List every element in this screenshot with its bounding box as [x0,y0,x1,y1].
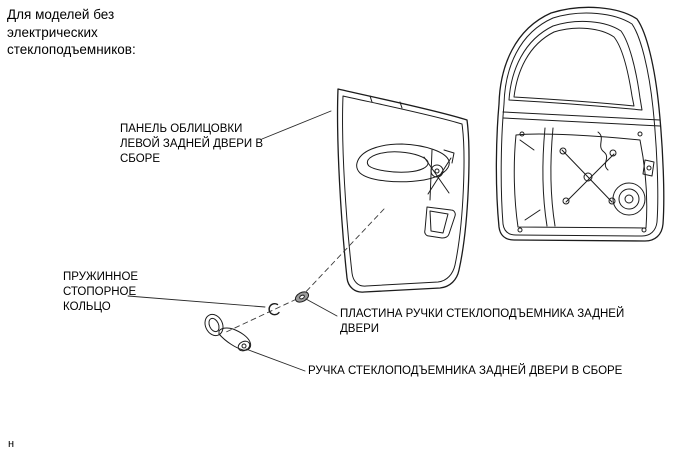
panel-regulator-mechanism [423,149,455,201]
speaker [612,182,646,216]
panel-armrest [356,143,450,183]
snap-ring-drawing [268,303,280,316]
footer-char: н [8,438,15,450]
panel-clip-marks [369,95,403,109]
leader-lines [127,110,338,372]
door-frame-inner-details [517,131,647,233]
intro-line-3: стеклоподъемников: [7,42,136,57]
callout-trim-panel-line-1: ПАНЕЛЬ ОБЛИЦОВКИ [120,123,243,135]
intro-line-2: электрических [7,24,98,40]
callout-crank-handle: РУЧКА СТЕКЛОПОДЪЕМНИКА ЗАДНЕЙ ДВЕРИ В СБ… [308,364,622,379]
door-trim-panel-drawing [336,88,470,293]
crank-handle-drawing [204,313,252,352]
belt-line [502,111,661,127]
handle-plate-drawing [294,291,310,303]
callout-crank-handle-line-1: РУЧКА СТЕКЛОПОДЪЕМНИКА ЗАДНЕЙ ДВЕРИ В СБ… [308,365,623,377]
panel-armrest-cup [366,151,429,173]
door-outline [495,6,665,242]
callout-trim-panel-line-3: СБОРЕ [120,153,161,165]
panel-outline [336,88,470,293]
callout-trim-panel-line-2: ЛЕВОЙ ЗАДНЕЙ ДВЕРИ В [120,138,264,150]
callout-trim-panel: ПАНЕЛЬ ОБЛИЦОВКИ ЛЕВОЙ ЗАДНЕЙ ДВЕРИ В СБ… [120,122,263,167]
leader-line-panel [261,110,332,140]
door-frame-drawing [495,6,665,242]
intro-note: Для моделей без электрических стеклоподъ… [7,6,136,59]
callout-snap-ring: ПРУЖИННОЕ СТОПОРНОЕ КОЛЬЦО [63,270,138,315]
regulator-guide-rails [542,127,556,227]
panel-pocket [424,206,456,239]
panel-pocket-inner [429,210,449,234]
callout-snap-ring-line-1: ПРУЖИННОЕ [63,271,139,283]
intro-line-1: Для моделей без [7,7,115,22]
panel-inner-line [342,95,465,287]
leader-line-ring [127,295,266,308]
callout-handle-plate-line-2: ДВЕРИ [340,323,380,335]
inner-panel-opening [513,133,648,229]
window-frame-inner [513,27,635,107]
callout-snap-ring-line-2: СТОПОРНОЕ [63,286,137,298]
door-inner-line [500,12,659,237]
regulator-scissor-arms [559,147,617,205]
callout-handle-plate: ПЛАСТИНА РУЧКИ СТЕКЛОПОДЪЕМНИКА ЗАДНЕЙ Д… [340,307,624,337]
wiring-harness [597,131,609,171]
leader-line-plate [305,298,338,317]
callout-handle-plate-line-1: ПЛАСТИНА РУЧКИ СТЕКЛОПОДЪЕМНИКА ЗАДНЕЙ [340,308,625,320]
callout-snap-ring-line-3: КОЛЬЦО [63,301,111,313]
door-latch [642,159,655,177]
window-frame-opening [508,21,643,111]
leader-line-handle [245,348,306,372]
